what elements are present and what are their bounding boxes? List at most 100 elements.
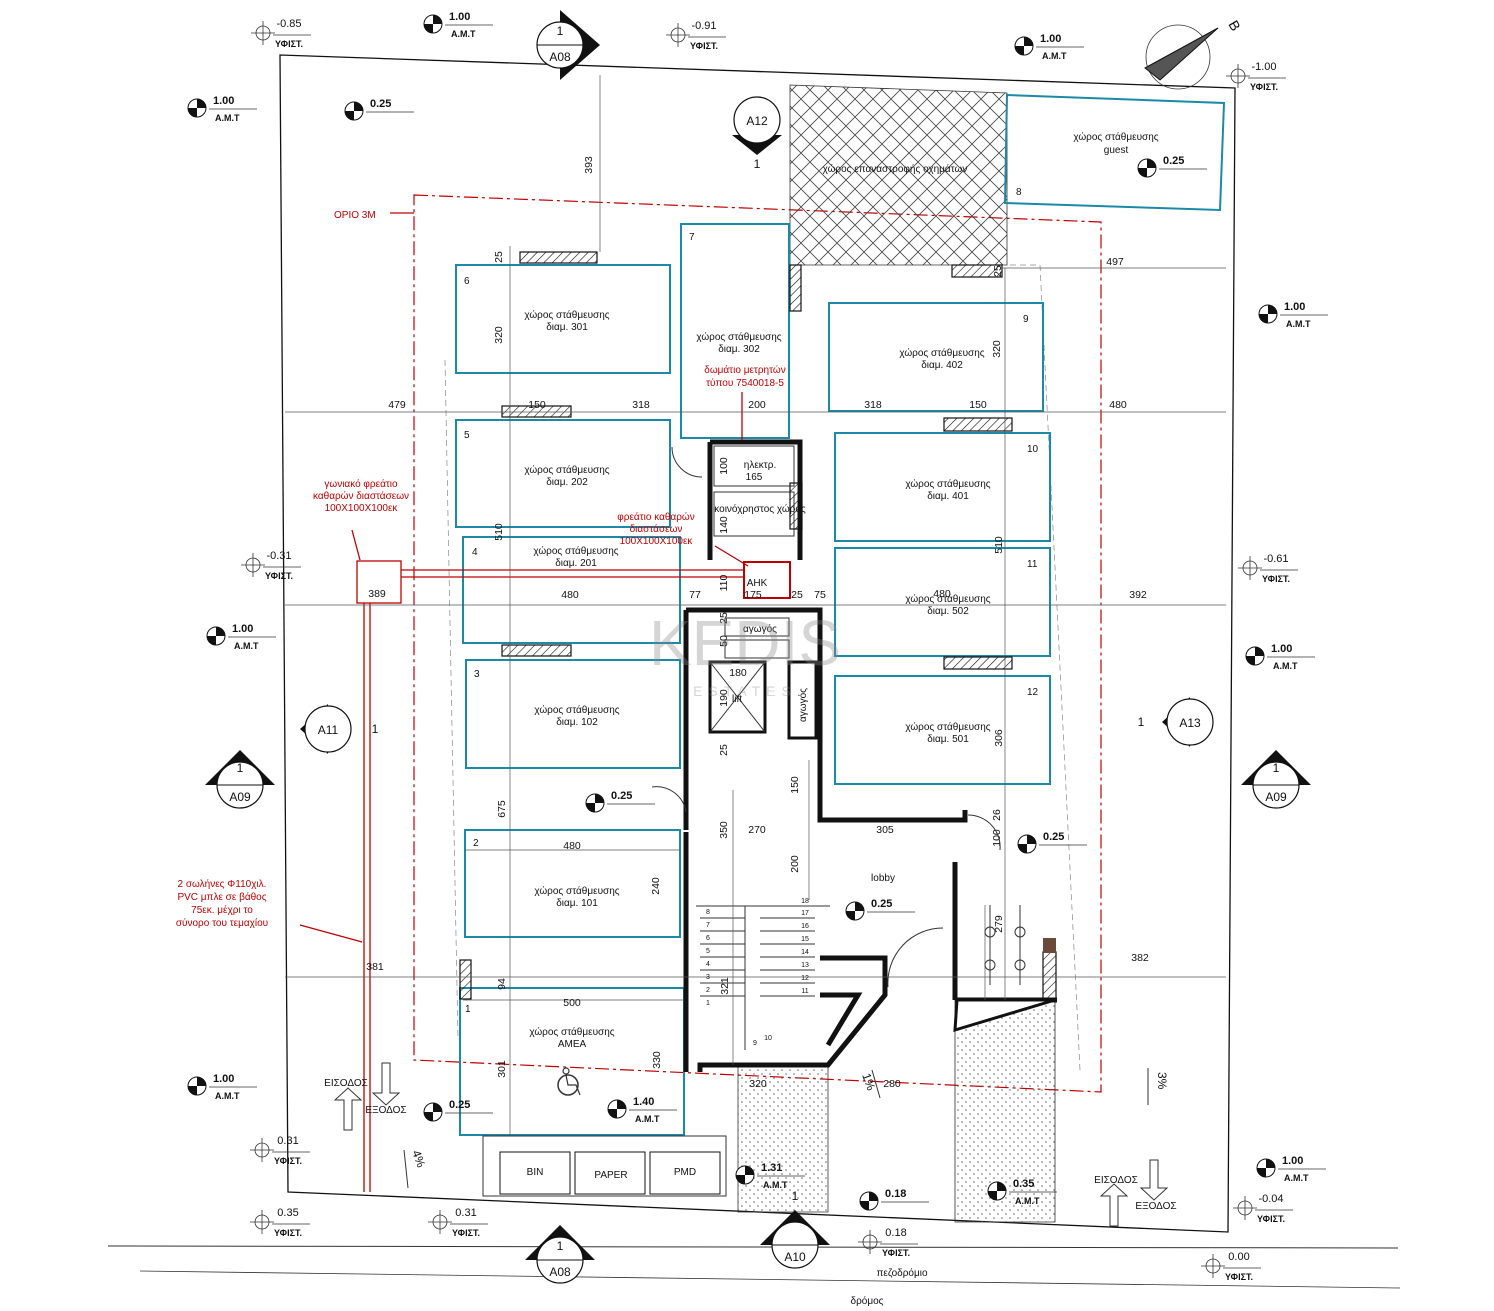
level-type: Α.Μ.Τ [763, 1180, 788, 1190]
level-marker: 1.00Α.Μ.Τ [1245, 643, 1315, 671]
section-no: 1 [557, 1239, 564, 1253]
parking-unit-2: διαμ. 101 [556, 898, 598, 909]
level-value: -0.31 [266, 550, 291, 562]
level-marker: 0.35Α.Μ.Τ [987, 1178, 1057, 1206]
dimension-label: 381 [366, 961, 384, 973]
level-value: 1.00 [449, 11, 470, 23]
dimension-label: 240 [650, 877, 662, 895]
level-type: ΥΦΙΣΤ. [1262, 574, 1290, 584]
parking-label-9: χώρος στάθμευσης [899, 347, 984, 359]
parking-space-10 [834, 432, 1051, 542]
turnaround-label: χώρος επαναστροφής οχημάτων [823, 163, 968, 175]
dimension-label: 25 [718, 612, 730, 624]
section-no: 1 [1273, 761, 1280, 775]
parking-unit-7: διαμ. 302 [718, 344, 760, 355]
parking-no-3: 3 [474, 669, 480, 680]
stair-number: 1 [706, 1000, 710, 1007]
dimension-label: 480 [563, 840, 581, 852]
level-marker: 1.00Α.Μ.Τ [1256, 1155, 1326, 1183]
dimension-label: 479 [388, 399, 406, 411]
level-value: 1.00 [1282, 1155, 1303, 1167]
parking-space-2 [464, 829, 681, 938]
common-room-label: κοινόχρηστος χώρος [714, 503, 806, 515]
dimension-label: 480 [561, 589, 579, 601]
stair-number: 15 [801, 936, 809, 943]
watermark-brand: KEDIS [649, 607, 841, 679]
stair-number: 9 [753, 1040, 757, 1047]
bike-rack-icon [984, 905, 1026, 985]
dimension-label: 140 [718, 516, 730, 534]
level-value: 0.25 [449, 1099, 470, 1111]
dimension-label: 175 [744, 589, 762, 601]
dimension-label: 510 [993, 536, 1005, 554]
road-label: δρόμος [851, 1295, 884, 1307]
stairs [700, 905, 815, 997]
lift-label: lift [732, 694, 742, 705]
parking-unit-5: διαμ. 202 [546, 477, 588, 488]
level-value: 0.18 [885, 1227, 906, 1239]
section-id: A12 [746, 114, 768, 128]
level-type: ΥΦΙΣΤ. [452, 1228, 480, 1238]
dimension-label: 480 [933, 588, 951, 600]
sidewalk-label: πεζοδρόμιο [876, 1267, 927, 1279]
section-id: A08 [549, 1265, 571, 1279]
room-labels: ηλεκτρ. 165 κοινόχρηστος χώρος ΑΗΚ αγωγό… [714, 460, 928, 1307]
level-value: 0.25 [370, 98, 391, 110]
dimension-label: 25 [791, 589, 803, 601]
parking-space-9 [828, 302, 1044, 412]
slope-marks: 1% 3% 4% [403, 1068, 1169, 1189]
level-value: 1.00 [1271, 643, 1292, 655]
slope-3: 4% [409, 1148, 428, 1169]
level-type: Α.Μ.Τ [1273, 661, 1298, 671]
level-type: Α.Μ.Τ [1042, 51, 1067, 61]
level-type: Α.Μ.Τ [215, 113, 240, 123]
parking-unit-4: διαμ. 201 [555, 558, 597, 569]
level-marker: 1.40Α.Μ.Τ [607, 1096, 677, 1124]
parking-space-7 [680, 223, 790, 439]
pipes-note-4: σύνορο του τεμαχίου [176, 917, 268, 929]
level-value: 0.25 [1163, 155, 1184, 167]
parking-no-5: 5 [464, 430, 470, 441]
dimension-label: 305 [876, 824, 894, 836]
parking-label-8: χώρος στάθμευσης [1073, 131, 1158, 143]
dimension-label: 280 [883, 1078, 901, 1090]
level-value: 1.00 [232, 623, 253, 635]
parking-label-4: χώρος στάθμευσης [533, 545, 618, 557]
dimension-label: 150 [528, 399, 546, 411]
dimension-lines [285, 75, 1226, 1135]
stair-number: 5 [706, 948, 710, 955]
stair-number: 3 [706, 974, 710, 981]
level-marker: 1.00Α.Μ.Τ [206, 623, 276, 651]
dimension-label: 320 [493, 326, 505, 344]
utility-lines [299, 392, 749, 1192]
parking-space-4 [462, 536, 681, 644]
doors [651, 446, 1001, 988]
section-id: A09 [229, 790, 251, 804]
pit-note-1: φρεάτιο καθαρών [617, 511, 694, 523]
level-type: ΥΦΙΣΤ. [690, 41, 718, 51]
parking-label-3: χώρος στάθμευσης [534, 704, 619, 716]
corner-pit [356, 560, 402, 604]
parking-no-10: 10 [1027, 444, 1039, 455]
level-type: ΥΦΙΣΤ. [1250, 82, 1278, 92]
columns [459, 251, 1057, 1001]
pmd-label: PMD [674, 1167, 696, 1178]
road-line [139, 1270, 1401, 1289]
level-value: 0.35 [1013, 1178, 1034, 1190]
slope-2: 3% [1155, 1072, 1169, 1090]
stair-number: 2 [706, 987, 710, 994]
section-no: 1 [237, 761, 244, 775]
level-marker: 0.25 [423, 1099, 493, 1122]
level-value: -0.85 [276, 18, 301, 30]
section-no: 1 [372, 722, 379, 736]
level-value: -0.04 [1258, 1193, 1283, 1205]
parking-space-11 [834, 547, 1051, 657]
level-type: ΥΦΙΣΤ. [274, 1228, 302, 1238]
